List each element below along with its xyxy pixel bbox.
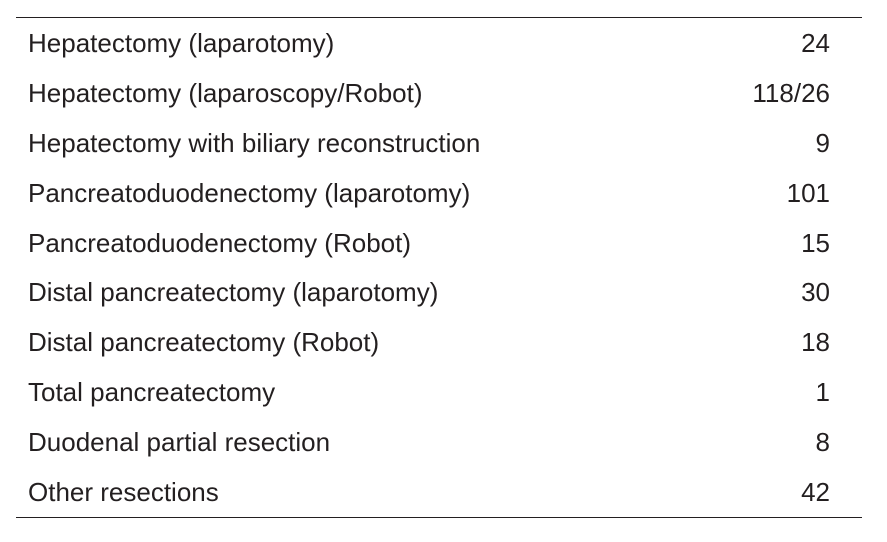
procedures-table: Hepatectomy (laparotomy) 24 Hepatectomy … — [16, 17, 862, 518]
procedure-name: Total pancreatectomy — [28, 377, 276, 408]
procedure-count: 101 — [786, 177, 830, 208]
table-row: Hepatectomy (laparoscopy/Robot) 118/26 — [16, 68, 862, 118]
procedure-count: 118/26 — [752, 77, 830, 108]
procedure-count: 42 — [801, 476, 830, 507]
table-row: Other resections 42 — [16, 467, 862, 517]
procedure-name: Duodenal partial resection — [28, 427, 331, 458]
table-row: Total pancreatectomy 1 — [16, 367, 862, 417]
procedure-name: Pancreatoduodenectomy (laparotomy) — [28, 177, 471, 208]
table-row: Pancreatoduodenectomy (laparotomy) 101 — [16, 168, 862, 218]
procedure-count: 30 — [801, 277, 830, 308]
procedure-name: Other resections — [28, 476, 219, 507]
procedure-count: 15 — [801, 227, 830, 258]
procedure-count: 9 — [815, 127, 830, 158]
procedure-count: 8 — [815, 427, 830, 458]
table-row: Hepatectomy (laparotomy) 24 — [16, 18, 862, 68]
procedure-name: Hepatectomy (laparotomy) — [28, 27, 335, 58]
table-row: Distal pancreatectomy (laparotomy) 30 — [16, 267, 862, 317]
procedure-count: 1 — [815, 377, 830, 408]
table-row: Distal pancreatectomy (Robot) 18 — [16, 317, 862, 367]
table-row: Duodenal partial resection 8 — [16, 417, 862, 467]
procedure-name: Pancreatoduodenectomy (Robot) — [28, 227, 412, 258]
procedure-name: Distal pancreatectomy (laparotomy) — [28, 277, 439, 308]
procedure-name: Hepatectomy with biliary reconstruction — [28, 127, 481, 158]
procedure-name: Hepatectomy (laparoscopy/Robot) — [28, 77, 423, 108]
procedure-count: 18 — [801, 327, 830, 358]
procedure-count: 24 — [801, 27, 830, 58]
procedures-table-body: Hepatectomy (laparotomy) 24 Hepatectomy … — [16, 18, 862, 517]
procedure-name: Distal pancreatectomy (Robot) — [28, 327, 380, 358]
table-row: Hepatectomy with biliary reconstruction … — [16, 118, 862, 168]
table-row: Pancreatoduodenectomy (Robot) 15 — [16, 218, 862, 268]
